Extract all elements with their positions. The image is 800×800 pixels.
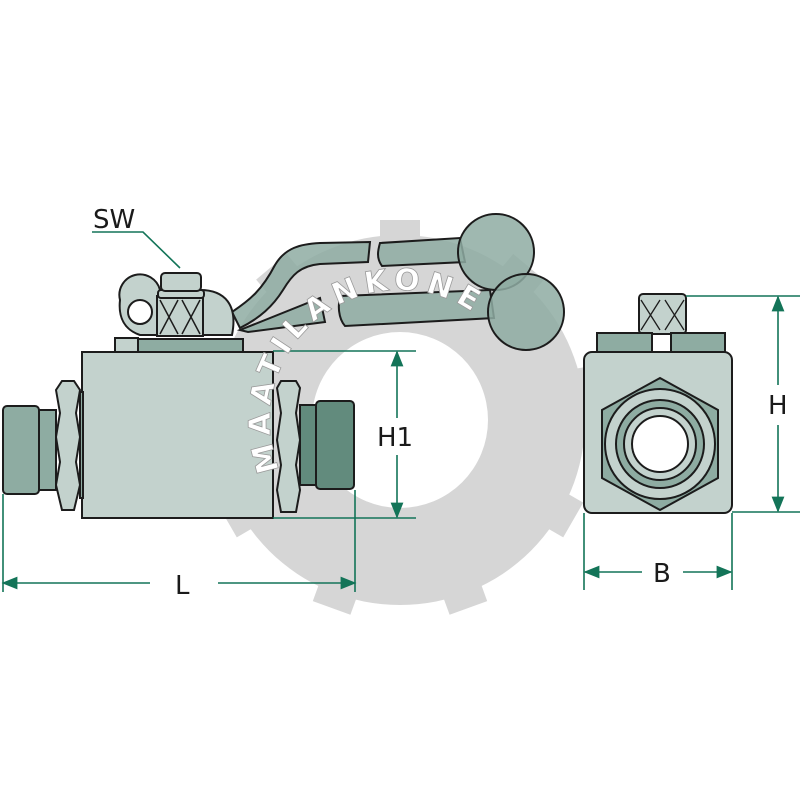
front-view — [583, 293, 733, 514]
l-label: L — [175, 571, 190, 601]
h1-label: H1 — [377, 423, 413, 453]
side-view — [2, 272, 355, 519]
sw-label: SW — [93, 205, 135, 235]
b-label: B — [653, 559, 671, 589]
h-label: H — [768, 391, 788, 421]
valve-handle — [230, 213, 565, 351]
dimension-lines — [1, 231, 800, 592]
